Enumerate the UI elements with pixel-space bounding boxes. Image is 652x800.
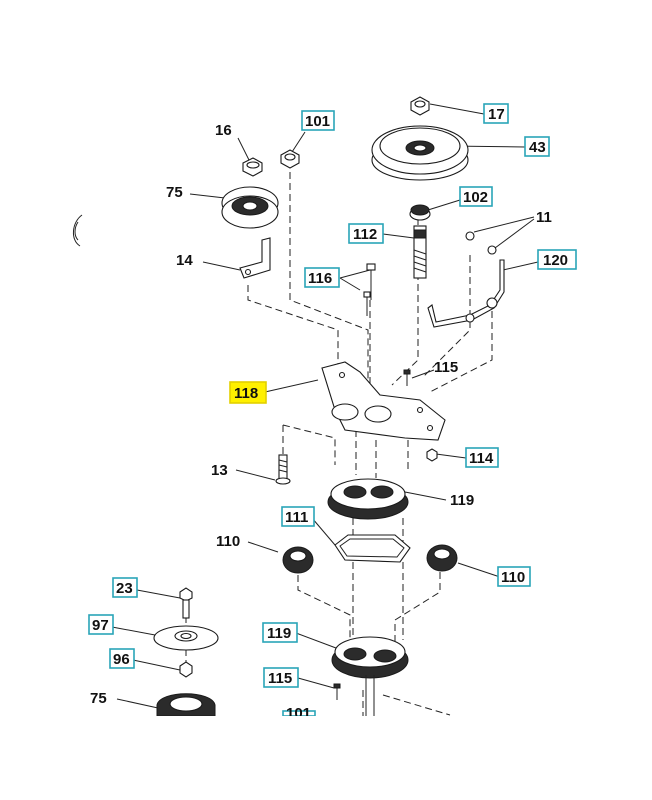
callout-labels: 16 101 17 43 75 102 11 112 14 bbox=[88, 103, 577, 722]
label-17: 17 bbox=[483, 103, 509, 124]
bottom-blank-area bbox=[0, 716, 652, 800]
bolt-part-13 bbox=[275, 454, 291, 485]
leader-lines bbox=[111, 103, 539, 709]
label-23: 23 bbox=[112, 577, 138, 598]
bolts-part-11 bbox=[465, 231, 497, 255]
label-115: 115 bbox=[434, 359, 458, 376]
gasket-part-111 bbox=[334, 534, 411, 563]
svg-text:110: 110 bbox=[501, 569, 525, 586]
screw-part-115-upper bbox=[403, 369, 411, 386]
bracket-part-14 bbox=[239, 237, 271, 279]
idler-pulley-75 bbox=[221, 186, 279, 229]
label-75-lower: 75 bbox=[90, 690, 107, 707]
bearing-part-102 bbox=[409, 204, 431, 221]
svg-text:114: 114 bbox=[469, 450, 494, 467]
label-120: 120 bbox=[537, 249, 577, 270]
gear-housing-119-upper bbox=[327, 478, 409, 520]
label-110: 110 bbox=[216, 533, 240, 550]
nut-part-101 bbox=[280, 149, 300, 169]
svg-text:14: 14 bbox=[176, 252, 193, 269]
svg-text:112: 112 bbox=[353, 226, 377, 243]
bolt-part-116 bbox=[363, 263, 376, 316]
nut-part-114 bbox=[426, 448, 438, 462]
svg-text:43: 43 bbox=[529, 139, 546, 156]
svg-text:13: 13 bbox=[211, 462, 228, 479]
pulley-part-75-lower bbox=[156, 693, 216, 717]
svg-text:75: 75 bbox=[90, 690, 107, 707]
nut-part-17 bbox=[410, 96, 430, 116]
label-43: 43 bbox=[524, 136, 550, 157]
drive-pulley-43 bbox=[371, 125, 469, 181]
washer-part-97 bbox=[153, 625, 219, 651]
bolt-part-23 bbox=[179, 587, 193, 619]
gear-housing-119-lower bbox=[331, 636, 409, 718]
label-102: 102 bbox=[459, 186, 493, 207]
rod-part-120 bbox=[427, 259, 505, 328]
label-14: 14 bbox=[176, 252, 193, 269]
label-114: 114 bbox=[465, 447, 499, 468]
svg-text:119: 119 bbox=[450, 492, 474, 509]
nut-part-16 bbox=[242, 157, 263, 177]
svg-text:96: 96 bbox=[113, 651, 130, 668]
label-97: 97 bbox=[88, 614, 114, 635]
screw-part-115-lower bbox=[333, 683, 341, 700]
label-110-boxed: 110 bbox=[497, 566, 531, 587]
svg-text:97: 97 bbox=[92, 617, 109, 634]
label-101: 101 bbox=[301, 110, 335, 131]
label-96: 96 bbox=[109, 648, 135, 669]
label-118-highlighted: 118 bbox=[229, 381, 267, 404]
svg-text:23: 23 bbox=[116, 580, 133, 597]
svg-text:102: 102 bbox=[463, 189, 488, 206]
edge-part-fragment bbox=[73, 214, 83, 247]
svg-text:16: 16 bbox=[215, 122, 232, 139]
svg-text:116: 116 bbox=[308, 270, 332, 287]
nut-part-96 bbox=[179, 661, 193, 678]
svg-text:115: 115 bbox=[268, 670, 292, 687]
svg-text:17: 17 bbox=[488, 106, 505, 123]
svg-text:120: 120 bbox=[543, 252, 568, 269]
svg-text:75: 75 bbox=[166, 184, 183, 201]
svg-text:101: 101 bbox=[286, 705, 311, 722]
label-119-boxed: 119 bbox=[262, 622, 298, 643]
svg-text:101: 101 bbox=[305, 113, 330, 130]
gear-part-110-left bbox=[282, 546, 314, 574]
svg-text:11: 11 bbox=[536, 209, 552, 226]
label-111: 111 bbox=[281, 506, 315, 527]
shaft-part-112 bbox=[413, 225, 427, 279]
mounting-plate-118 bbox=[321, 361, 446, 441]
assembly-dashed-lines bbox=[185, 172, 493, 718]
label-119: 119 bbox=[450, 492, 474, 509]
svg-text:115: 115 bbox=[434, 359, 458, 376]
label-116: 116 bbox=[304, 267, 340, 288]
label-115-boxed: 115 bbox=[263, 667, 299, 688]
label-11: 11 bbox=[536, 209, 552, 226]
svg-text:118: 118 bbox=[234, 385, 258, 402]
gear-part-110-right bbox=[426, 544, 458, 572]
svg-text:111: 111 bbox=[285, 509, 308, 526]
svg-text:110: 110 bbox=[216, 533, 240, 550]
label-13: 13 bbox=[211, 462, 228, 479]
label-112: 112 bbox=[348, 223, 384, 244]
label-75: 75 bbox=[166, 184, 183, 201]
label-16: 16 bbox=[215, 122, 232, 139]
svg-text:119: 119 bbox=[267, 625, 291, 642]
